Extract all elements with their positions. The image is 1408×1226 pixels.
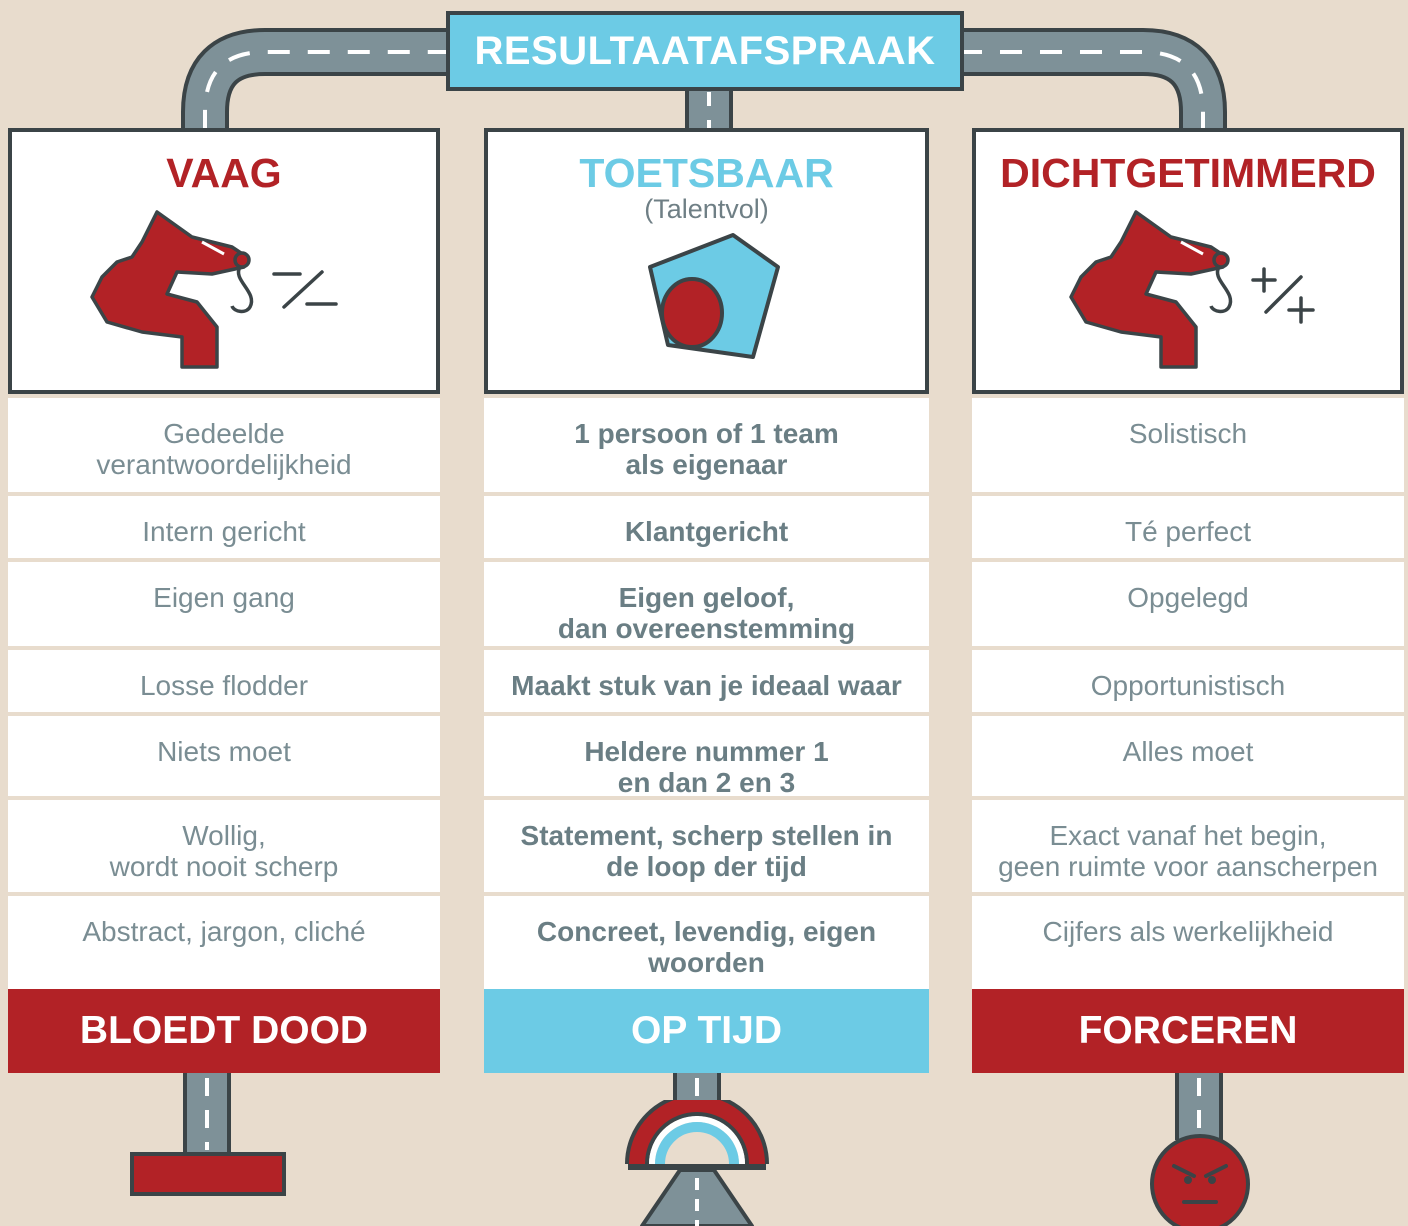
row-item: Concreet, levendig, eigen woorden <box>484 896 929 989</box>
column-heading: DICHTGETIMMERD <box>1000 150 1376 196</box>
gem-target-icon <box>648 233 780 359</box>
row-item: Statement, scherp stellen in de loop der… <box>484 800 929 892</box>
column-header: DICHTGETIMMERD <box>972 128 1404 394</box>
row-item: Eigen geloof, dan overeenstemming <box>484 562 929 646</box>
dragon-minus-plus-icon <box>90 210 338 369</box>
row-item: Klantgericht <box>484 496 929 558</box>
row-item: Maakt stuk van je ideaal waar <box>484 650 929 712</box>
roadblock-icon <box>130 1152 286 1196</box>
row-item: Abstract, jargon, cliché <box>8 896 440 989</box>
row-item: Cijfers als werkelijkheid <box>972 896 1404 989</box>
row-item: Eigen gang <box>8 562 440 646</box>
row-item: Wollig, wordt nooit scherp <box>8 800 440 892</box>
row-item: Té perfect <box>972 496 1404 558</box>
dragon-plus-plus-icon <box>1069 210 1315 369</box>
column-header: VAAG <box>8 128 440 394</box>
angry-face-icon <box>1150 1134 1250 1226</box>
row-item: Solistisch <box>972 398 1404 492</box>
column-header: TOETSBAAR (Talentvol) <box>484 128 929 394</box>
row-item: Opgelegd <box>972 562 1404 646</box>
row-item: Exact vanaf het begin, geen ruimte voor … <box>972 800 1404 892</box>
row-item: Losse flodder <box>8 650 440 712</box>
row-item: Alles moet <box>972 716 1404 796</box>
column-footer: FORCEREN <box>972 989 1404 1073</box>
column-footer: BLOEDT DOOD <box>8 989 440 1073</box>
row-item: Niets moet <box>8 716 440 796</box>
column-subheading: (Talentvol) <box>644 194 769 224</box>
rainbow-road-icon <box>625 1100 769 1226</box>
column-heading: VAAG <box>166 150 282 196</box>
column-footer: OP TIJD <box>484 989 929 1073</box>
main-title: RESULTAATAFSPRAAK <box>446 11 964 91</box>
row-item: Opportunistisch <box>972 650 1404 712</box>
row-item: Intern gericht <box>8 496 440 558</box>
row-item: Gedeelde verantwoordelijkheid <box>8 398 440 492</box>
row-item: Heldere nummer 1 en dan 2 en 3 <box>484 716 929 798</box>
column-heading: TOETSBAAR <box>579 150 834 196</box>
row-item: 1 persoon of 1 team als eigenaar <box>484 398 929 492</box>
